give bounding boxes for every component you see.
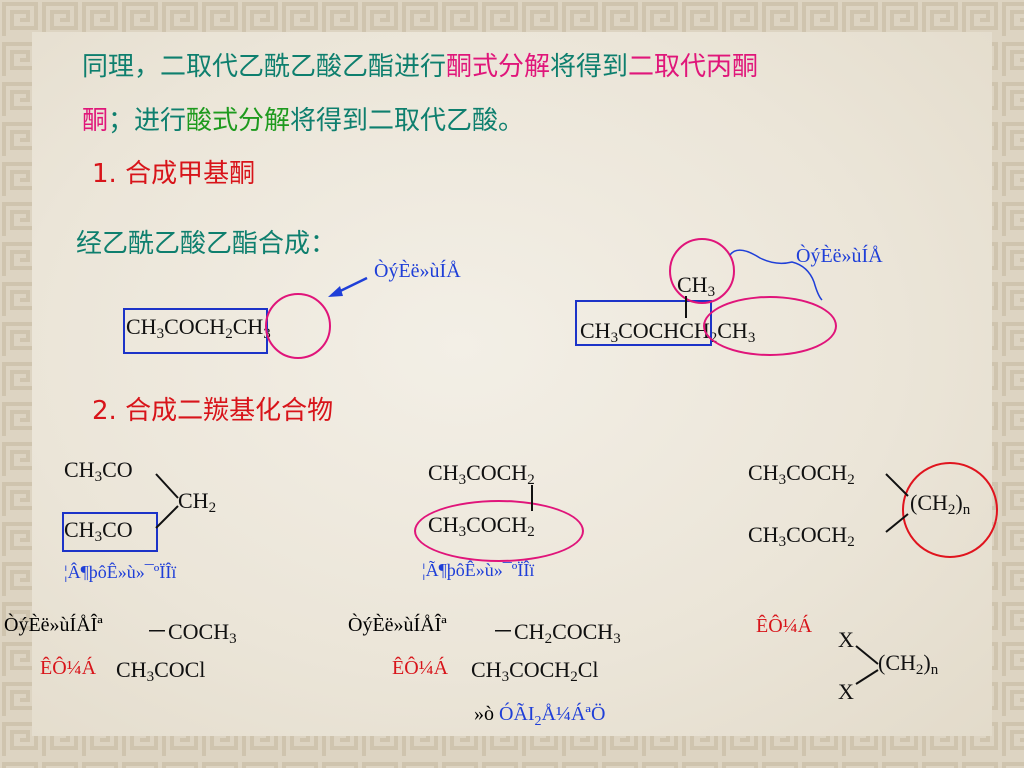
section2-title: 2. 合成二羰基化合物 — [92, 396, 334, 426]
heading-line-2: 酮；进行酸式分解将得到二取代乙酸。 — [82, 100, 524, 137]
col1-caption: ¦Â¶þôÊ»ù»¯ºÏÎï — [64, 562, 177, 582]
highlight-circle-methyl — [669, 238, 735, 304]
col1-reagent-label: ÊÔ¼Á — [40, 657, 97, 679]
col3-top-group: CH3COCH2 — [748, 460, 855, 488]
section1-label-b: ÒýÈë»ùÍÅ — [796, 245, 883, 267]
col1-intro-line: ÒýÈë»ùÍÅÎª — [4, 614, 103, 636]
col3-halogen-2: X — [838, 679, 854, 704]
section1-label-a: ÒýÈë»ùÍÅ — [374, 260, 461, 282]
col3-bottom-group: CH3COCH2 — [748, 522, 855, 550]
col2-intro-group: －CH2COCH3 — [492, 619, 621, 647]
col1-middle-group: CH2 — [178, 488, 217, 516]
heading-ketone-cleavage: 酮式分解 — [446, 52, 551, 82]
col3-halogen-1: X — [838, 627, 854, 652]
heading-part-5: ；进行 — [108, 106, 187, 136]
highlight-circle-group-1 — [265, 293, 331, 359]
col2-reagent-label: ÊÔ¼Á — [392, 657, 449, 679]
col2-intro-line: ÒýÈë»ùÍÅÎª — [348, 614, 447, 636]
heading-part-7: 将得到二取代乙酸。 — [290, 106, 525, 136]
col2-reagent-formula: CH3COCH2Cl — [471, 657, 599, 685]
col3-reagent-label: ÊÔ¼Á — [756, 615, 813, 637]
heading-line2-prefix: 酮 — [82, 106, 109, 136]
col2-extra-line: »ò ÓÃI2Å¼ÁªÖ — [474, 703, 606, 729]
col3-ring-group-2: (CH2)n — [878, 650, 939, 678]
heading-part-3: 将得到 — [550, 52, 629, 82]
col1-bottom-group: CH3CO — [64, 517, 133, 545]
col2-highlight-circle — [414, 500, 584, 562]
highlight-circle-ethyl — [703, 296, 837, 356]
highlight-box-acetyl-1 — [123, 308, 268, 354]
heading-part-1: 同理，二取代乙酰乙酸乙酯进行 — [82, 52, 447, 82]
col2-caption: ¦Ã¶þôÊ»ù»¯ºÏÎï — [422, 560, 535, 580]
section1-title: 1. 合成甲基酮 — [92, 159, 256, 189]
formula-methyl-ketone-1: CH3COCH2CH3 — [126, 314, 271, 342]
heading-line-1: 同理，二取代乙酰乙酸乙酯进行酮式分解将得到二取代丙酮 — [82, 46, 758, 83]
heading-acid-cleavage: 酸式分解 — [186, 106, 291, 136]
col3-highlight-circle — [902, 462, 998, 558]
highlight-box-acetyl-2 — [575, 300, 712, 346]
col2-top-group: CH3COCH2 — [428, 460, 535, 488]
col1-reagent-formula: CH3COCl — [116, 657, 206, 685]
heading-product-acetone: 二取代丙酮 — [628, 52, 759, 82]
col1-highlight-box — [62, 512, 158, 552]
section1-subtitle: 经乙酰乙酸乙酯合成： — [76, 229, 337, 259]
col1-top-group: CH3CO — [64, 457, 133, 485]
col1-intro-group: －COCH3 — [146, 619, 237, 647]
